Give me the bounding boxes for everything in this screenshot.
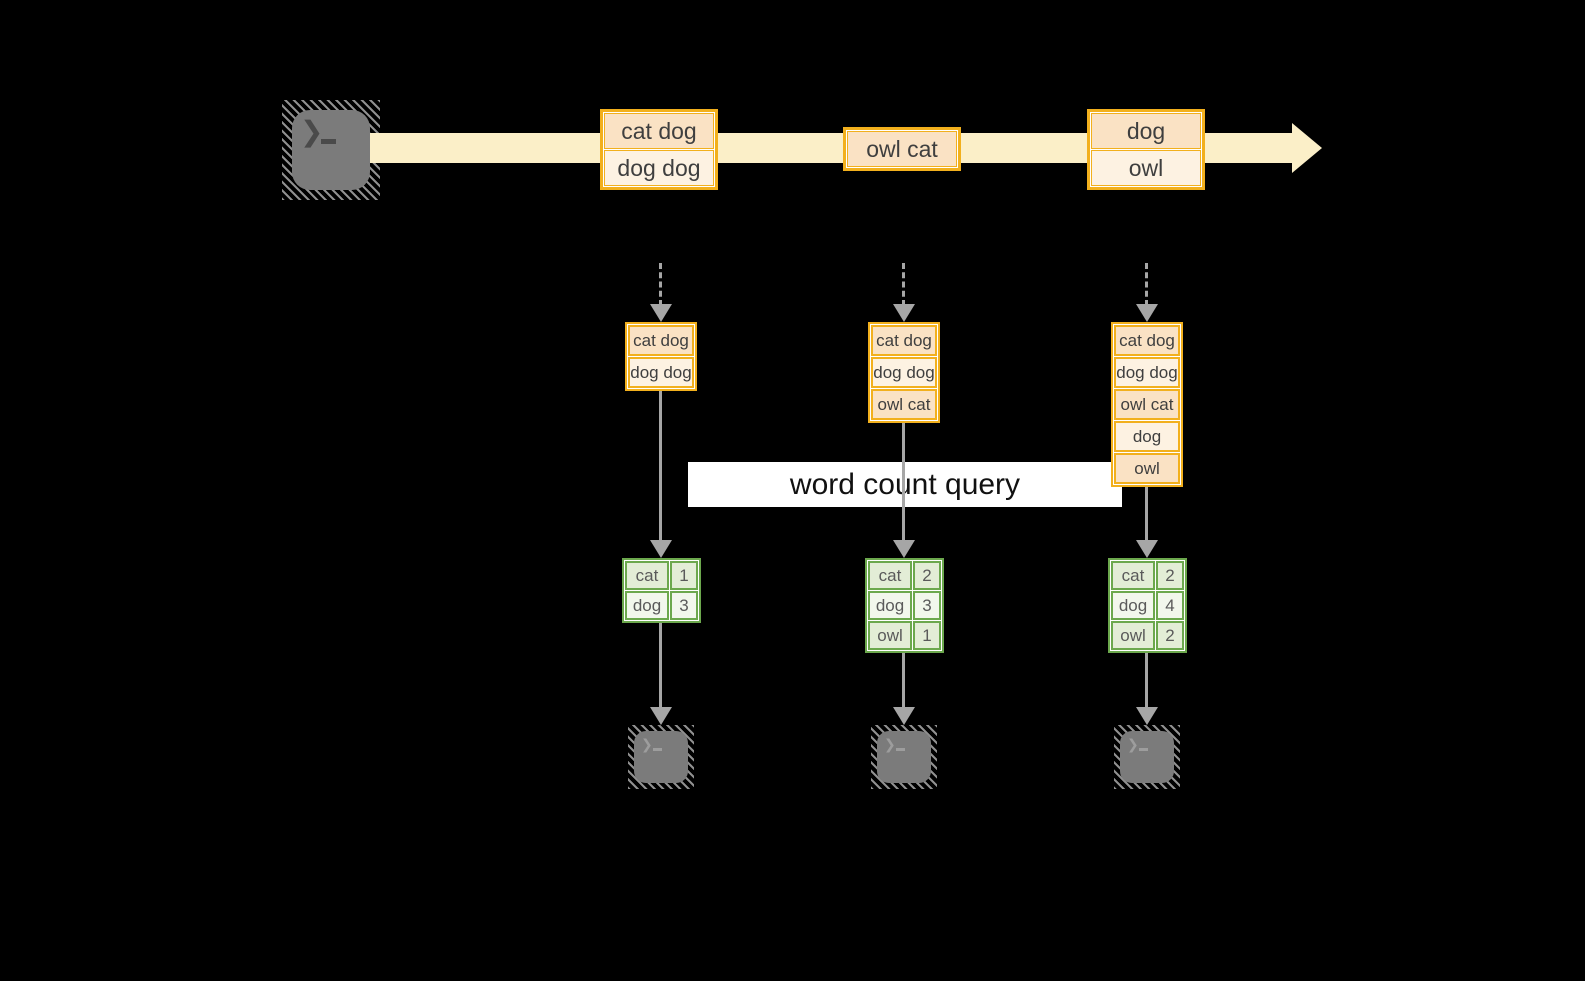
- output-arrow-1: [659, 623, 662, 707]
- trigger-arrowhead-3-icon: [1136, 304, 1158, 322]
- stack-record: cat dog: [1114, 325, 1180, 356]
- stack-record: dog dog: [871, 357, 937, 388]
- count-cell: 3: [670, 591, 698, 620]
- trigger-arrow-1: [659, 263, 662, 306]
- query-arrow-3: [1145, 487, 1148, 540]
- stack-record: cat dog: [871, 325, 937, 356]
- stack-record: owl cat: [871, 389, 937, 420]
- query-arrowhead-2-icon: [893, 540, 915, 558]
- terminal-cursor-icon: [653, 748, 662, 751]
- terminal-prompt-icon: ❯: [884, 736, 896, 752]
- count-cell: 1: [670, 561, 698, 590]
- terminal-prompt-icon: ❯: [300, 116, 324, 147]
- count-cell: 2: [913, 561, 941, 590]
- query-arrowhead-1-icon: [650, 540, 672, 558]
- terminal-body: ❯: [292, 110, 370, 190]
- word-count-query-label: word count query: [688, 462, 1122, 507]
- input-batch-stack-1: cat dog dog dog: [625, 322, 697, 391]
- word-cell: cat: [868, 561, 912, 590]
- word-cell: dog: [868, 591, 912, 620]
- word-cell: dog: [1111, 591, 1155, 620]
- trigger-arrow-2: [902, 263, 905, 306]
- terminal-cursor-icon: [321, 139, 336, 144]
- terminal-prompt-icon: ❯: [1127, 736, 1139, 752]
- count-cell: 3: [913, 591, 941, 620]
- batch-record: cat dog: [604, 113, 714, 149]
- stream-batch-3: dog owl: [1087, 109, 1205, 190]
- terminal-body: ❯: [877, 731, 931, 783]
- stack-record: owl cat: [1114, 389, 1180, 420]
- stream-batch-1: cat dog dog dog: [600, 109, 718, 190]
- terminal-cursor-icon: [1139, 748, 1148, 751]
- stream-batch-2: owl cat: [843, 127, 961, 171]
- output-arrow-2: [902, 653, 905, 707]
- stack-record: dog: [1114, 421, 1180, 452]
- count-cell: 1: [913, 621, 941, 650]
- stack-record: owl: [1114, 453, 1180, 484]
- input-stream-arrowhead-icon: [1292, 123, 1322, 173]
- count-cell: 2: [1156, 621, 1184, 650]
- batch-record: owl: [1091, 150, 1201, 186]
- terminal-body: ❯: [634, 731, 688, 783]
- trigger-arrow-3: [1145, 263, 1148, 306]
- terminal-prompt-icon: ❯: [641, 736, 653, 752]
- word-count-table-1: cat 1 dog 3: [622, 558, 701, 623]
- query-arrowhead-3-icon: [1136, 540, 1158, 558]
- trigger-arrowhead-1-icon: [650, 304, 672, 322]
- batch-record: owl cat: [847, 131, 957, 167]
- word-cell: dog: [625, 591, 669, 620]
- count-cell: 2: [1156, 561, 1184, 590]
- query-arrow-1: [659, 391, 662, 540]
- input-batch-stack-2: cat dog dog dog owl cat: [868, 322, 940, 423]
- sink-terminal-icon-3: ❯: [1114, 725, 1180, 789]
- word-count-table-3: cat 2 dog 4 owl 2: [1108, 558, 1187, 653]
- trigger-arrowhead-2-icon: [893, 304, 915, 322]
- word-cell: owl: [868, 621, 912, 650]
- output-arrowhead-1-icon: [650, 707, 672, 725]
- stack-record: dog dog: [1114, 357, 1180, 388]
- batch-record: dog dog: [604, 150, 714, 186]
- batch-record: dog: [1091, 113, 1201, 149]
- output-arrow-3: [1145, 653, 1148, 707]
- count-cell: 4: [1156, 591, 1184, 620]
- sink-terminal-icon-1: ❯: [628, 725, 694, 789]
- query-arrow-2: [902, 423, 905, 540]
- word-cell: owl: [1111, 621, 1155, 650]
- output-arrowhead-3-icon: [1136, 707, 1158, 725]
- word-cell: cat: [625, 561, 669, 590]
- word-cell: cat: [1111, 561, 1155, 590]
- sink-terminal-icon-2: ❯: [871, 725, 937, 789]
- input-batch-stack-3: cat dog dog dog owl cat dog owl: [1111, 322, 1183, 487]
- word-count-table-2: cat 2 dog 3 owl 1: [865, 558, 944, 653]
- terminal-body: ❯: [1120, 731, 1174, 783]
- source-terminal-icon: ❯: [282, 100, 380, 200]
- terminal-cursor-icon: [896, 748, 905, 751]
- output-arrowhead-2-icon: [893, 707, 915, 725]
- stack-record: dog dog: [628, 357, 694, 388]
- stack-record: cat dog: [628, 325, 694, 356]
